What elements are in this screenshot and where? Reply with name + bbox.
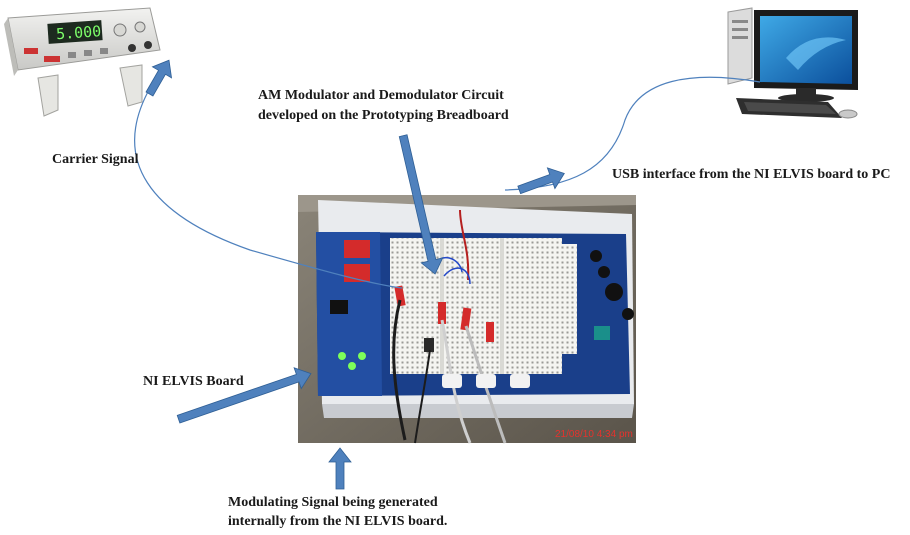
usb-interface-label: USB interface from the NI ELVIS board to… — [612, 167, 891, 182]
carrier-signal-label: Carrier Signal — [52, 152, 139, 167]
circuit-label-line2: developed on the Prototyping Breadboard — [258, 108, 509, 123]
circuit-label-line1: AM Modulator and Demodulator Circuit — [258, 88, 504, 103]
modulating-signal-label-line1: Modulating Signal being generated — [228, 495, 438, 510]
arrow-to-usb-interface — [517, 167, 565, 195]
elvis-board-label: NI ELVIS Board — [143, 374, 244, 389]
function-generator: 5.000 — [4, 7, 161, 117]
photo-timestamp: 21/08/10 4:34 pm — [555, 429, 633, 440]
arrow-to-generator — [145, 59, 173, 97]
arrow-to-elvis-board — [176, 367, 312, 424]
arrow-to-circuit — [398, 134, 444, 275]
generator-display-readout: 5.000 — [55, 22, 101, 43]
arrow-up-from-modulating-signal — [328, 447, 352, 490]
carrier-signal-connector — [134, 87, 403, 289]
elvis-board-photo — [298, 195, 636, 444]
desktop-computer — [727, 7, 858, 119]
modulating-signal-label-line2: internally from the NI ELVIS board. — [228, 514, 448, 529]
